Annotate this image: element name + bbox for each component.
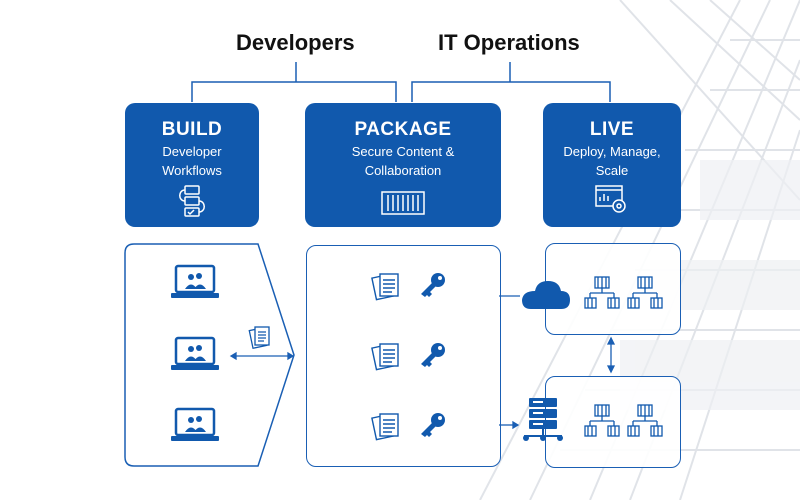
build-subtitle-line-1: Developer [162,144,222,159]
documents-icon [371,343,399,371]
laptop-users-icon [171,336,219,370]
key-icon [421,413,445,437]
documents-icon [371,413,399,441]
documents-icon [248,326,270,350]
workflow-icon [179,185,205,217]
live-cloud-panel [545,243,681,335]
laptop-users-icon [171,407,219,441]
laptop-users-icon [171,264,219,298]
live-title: LIVE [589,119,635,140]
live-box: LIVE Deploy, Manage, Scale [543,103,681,227]
developers-header: Developers [236,30,355,55]
live-subtitle-line-2: Scale [595,163,629,178]
package-title: PACKAGE [354,119,452,140]
build-box: BUILD Developer Workflows [125,103,259,227]
key-icon [421,273,445,297]
network-icon [627,276,663,309]
key-icon [421,343,445,367]
documents-icon [371,273,399,301]
live-subtitle-line-1: Deploy, Manage, [563,144,661,159]
network-icon [584,404,620,437]
live-onprem-panel [545,376,681,468]
build-title: BUILD [161,119,223,140]
package-panel [306,245,501,467]
network-icon [584,276,620,309]
header-connectors [191,62,611,102]
cloud-icon [522,281,570,309]
package-subtitle-line-1: Secure Content & [351,144,455,159]
it-operations-header: IT Operations [438,30,580,55]
package-box: PACKAGE Secure Content & Collaboration [305,103,501,227]
container-icon [381,191,425,215]
server-stack-icon [523,398,563,441]
build-subtitle-line-2: Workflows [162,163,222,178]
monitor-gear-icon [595,185,626,213]
double-arrow [229,351,295,361]
package-subtitle-line-2: Collaboration [364,163,442,178]
network-icon [627,404,663,437]
